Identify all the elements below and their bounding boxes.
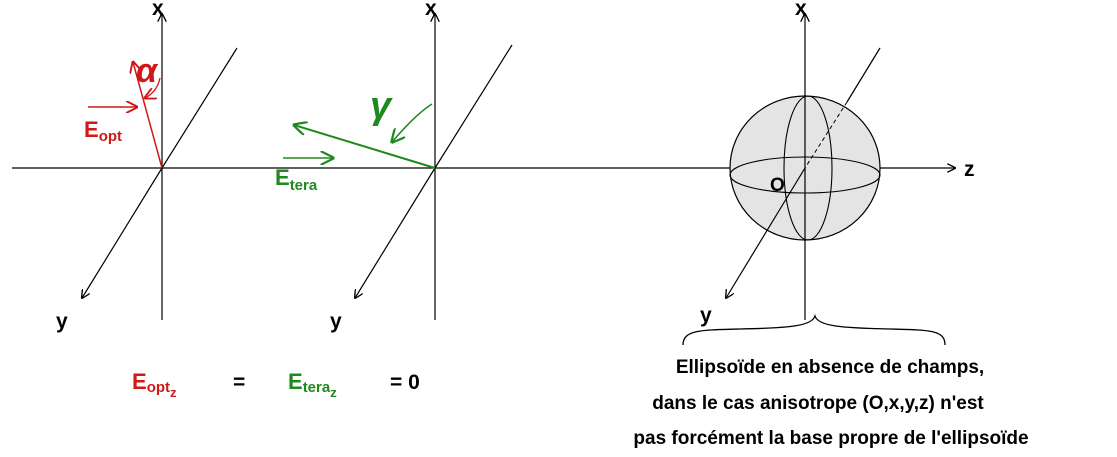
caption-line-3: pas forcément la base propre de l'ellips… <box>633 428 1028 449</box>
ellipsoid-meridian <box>783 95 833 241</box>
e-opt-label: Eopt <box>84 117 122 145</box>
gamma-label: γ <box>370 85 393 127</box>
equation-e-tera: E <box>288 369 303 394</box>
caption-line-2: dans le cas anisotrope (O,x,y,z) n'est <box>652 393 984 414</box>
frame2-x-label: x <box>425 0 437 20</box>
equation: Eoptz = Eteraz = 0 <box>132 369 420 400</box>
frame2-y-label: y <box>330 310 342 333</box>
frame-optical: x y α Eopt <box>56 0 238 333</box>
alpha-arc <box>145 77 161 98</box>
frame1-diagonal-axis <box>161 47 238 169</box>
equation-tera-sub: tera <box>303 379 331 396</box>
gamma-arc <box>392 103 433 142</box>
equation-e-opt: E <box>132 369 147 394</box>
e-tera-vector <box>294 125 436 169</box>
e-opt-subscript: opt <box>99 128 122 145</box>
alpha-label: α <box>136 52 159 90</box>
e-tera-label: Etera <box>275 165 318 194</box>
e-opt-letter: E <box>84 117 99 142</box>
ellipsoid-diagonal-dashed <box>804 101 848 169</box>
frame-terahertz: x y γ Etera <box>275 0 513 333</box>
frame3-y-axis <box>726 167 806 298</box>
equation-term-opt: Eoptz <box>132 369 177 400</box>
equation-opt-subsub: z <box>170 385 177 400</box>
caption-line-1: Ellipsoïde en absence de champs, <box>676 357 984 378</box>
caption-brace <box>682 313 946 346</box>
z-axis-label: z <box>964 158 975 181</box>
origin-label: O <box>770 175 785 196</box>
frame1-y-label: y <box>56 310 68 333</box>
e-tera-letter: E <box>275 165 290 190</box>
frame3-y-label: y <box>700 304 712 327</box>
e-opt-vector <box>133 62 163 169</box>
frame-ellipsoid: x y z O <box>682 0 975 346</box>
equation-equals-1: = <box>233 371 245 394</box>
frame2-diagonal-axis <box>434 44 513 169</box>
frame3-diagonal-axis <box>846 47 881 103</box>
caption: Ellipsoïde en absence de champs, dans le… <box>633 357 1028 449</box>
equation-tera-subsub: z <box>330 385 337 400</box>
frame1-x-label: x <box>152 0 164 20</box>
equation-opt-sub: opt <box>147 379 170 396</box>
frame1-y-axis <box>82 167 163 298</box>
frame3-x-label: x <box>795 0 807 20</box>
frame2-y-axis <box>355 167 436 298</box>
e-tera-subscript: tera <box>290 177 318 194</box>
equation-tail: = 0 <box>390 371 420 394</box>
equation-term-tera: Eteraz <box>288 369 337 400</box>
